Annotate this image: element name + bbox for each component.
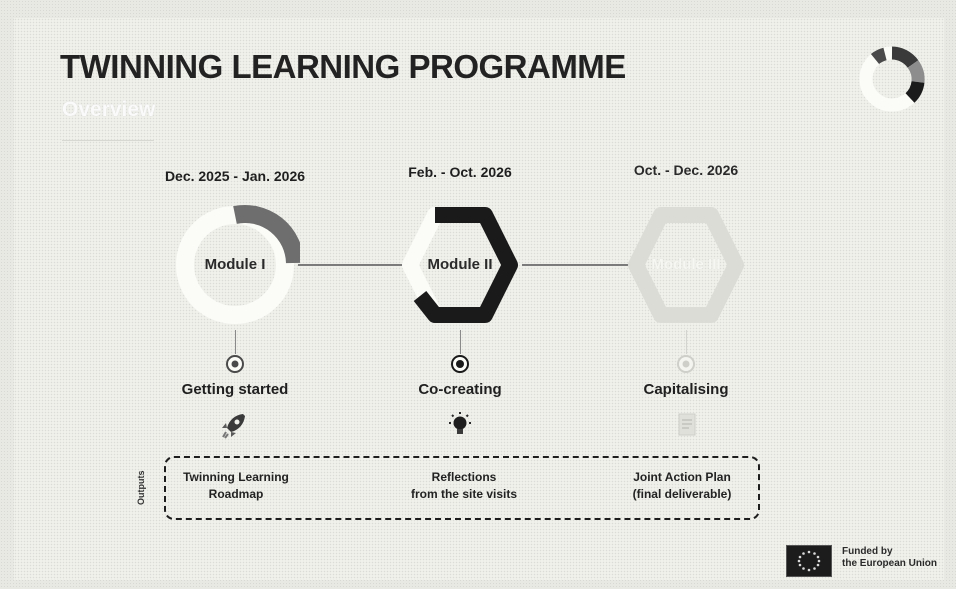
page-subtitle: Overview [62, 98, 156, 121]
output-3-line1: Joint Action Plan [633, 470, 731, 484]
output-item: Twinning Learning Roadmap [164, 469, 308, 503]
module-3-bullet-icon [677, 355, 695, 373]
module-1-bullet-icon [226, 355, 244, 373]
rocket-icon [222, 414, 245, 439]
eu-flag-icon [786, 545, 832, 577]
document-icon [678, 413, 696, 436]
module-1-stem [235, 330, 236, 354]
lightbulb-icon [449, 412, 471, 434]
module-2-date: Feb. - Oct. 2026 [408, 164, 512, 180]
module-2-ring [402, 207, 518, 323]
slide [14, 18, 944, 580]
module-2-bullet-icon [451, 355, 469, 373]
outputs-tag: Outputs [136, 470, 146, 506]
module-3-label: Module III [651, 256, 721, 273]
page-title: TWINNING LEARNING PROGRAMME [60, 48, 626, 85]
module-1-date: Dec. 2025 - Jan. 2026 [164, 168, 306, 184]
subtitle-divider [62, 140, 154, 141]
logo-ring-icon [859, 46, 925, 112]
module-3-stem [686, 330, 687, 354]
module-2-phase: Co-creating [418, 381, 502, 398]
output-2-line1: Reflections [431, 470, 497, 484]
output-2-line2: from the site visits [410, 487, 518, 501]
module-3-date: Oct. - Dec. 2026 [633, 162, 739, 178]
outputs-box [164, 456, 760, 520]
connector-2-3 [522, 264, 634, 266]
output-item: Reflections from the site visits [380, 469, 548, 503]
funding-line-1: Funded by [842, 546, 893, 557]
module-3-phase: Capitalising [643, 381, 729, 398]
module-2-stem [460, 330, 461, 354]
module-3-ring [628, 207, 744, 323]
output-item: Joint Action Plan (final deliverable) [612, 469, 752, 503]
funding-statement: Funded by the European Union [842, 546, 937, 570]
output-3-line2: (final deliverable) [632, 487, 732, 501]
output-1-line2: Roadmap [208, 487, 264, 501]
module-1-label: Module I [204, 256, 266, 273]
module-1-ring [176, 205, 300, 324]
module-2-label: Module II [427, 256, 493, 273]
connector-1-2 [298, 264, 418, 266]
funding-line-2: the European Union [842, 558, 937, 569]
output-1-line1: Twinning Learning [183, 470, 289, 484]
module-1-phase: Getting started [181, 381, 289, 398]
